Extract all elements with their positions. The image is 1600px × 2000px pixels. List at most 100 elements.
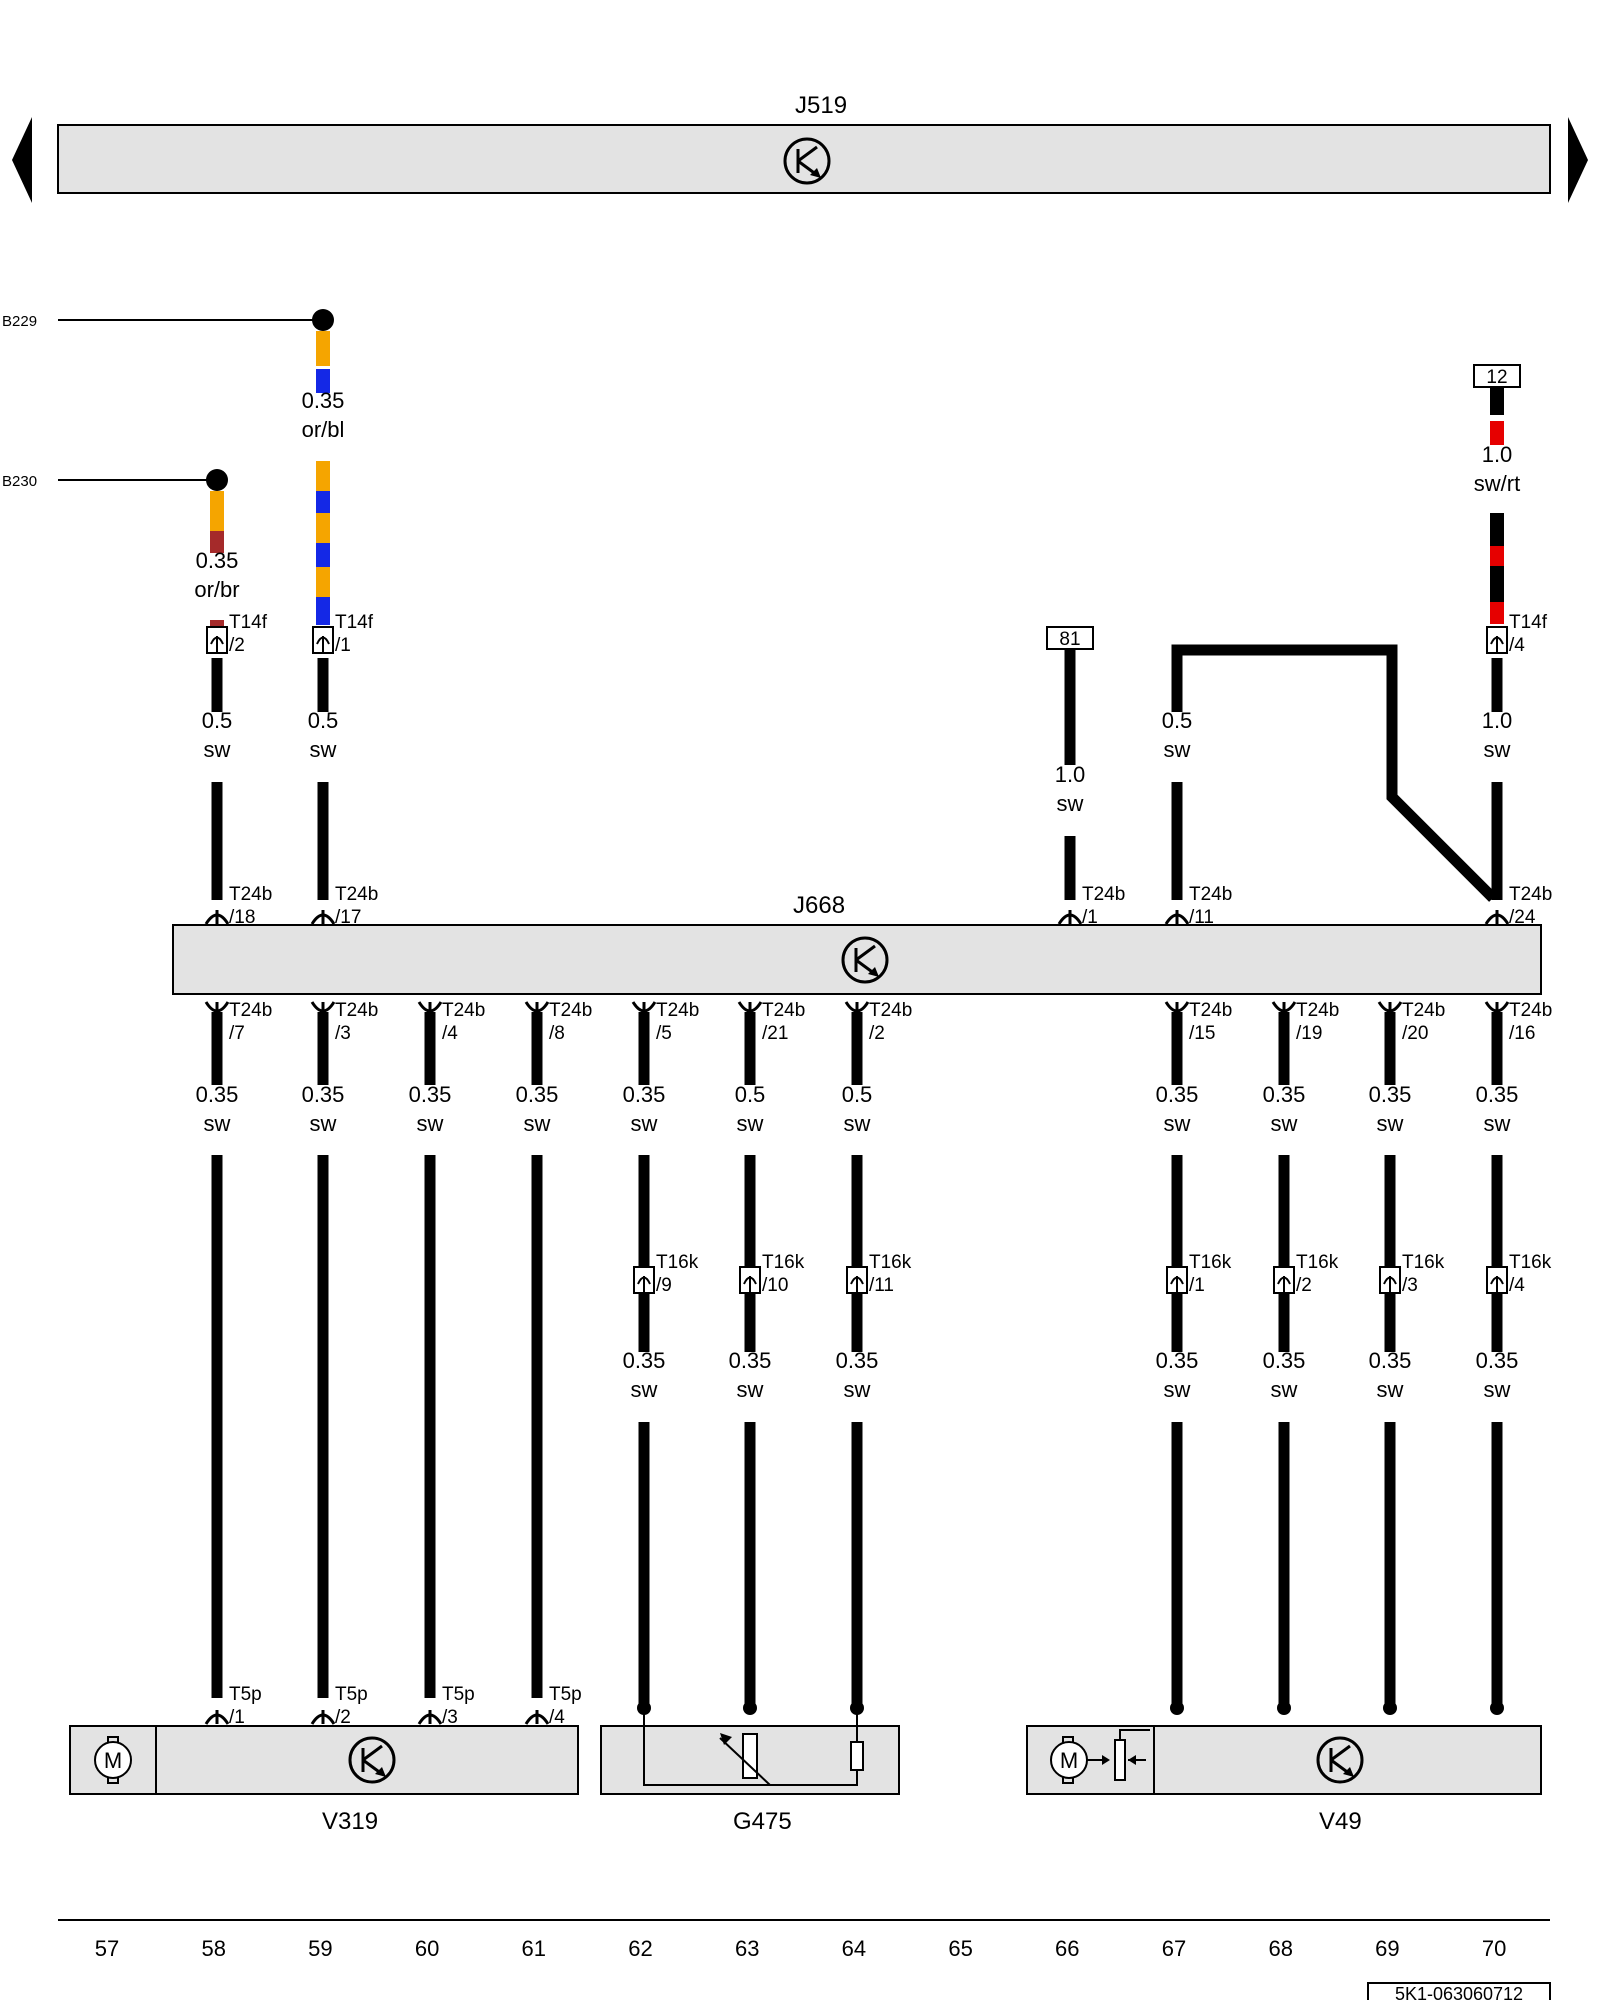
module-label-g475: G475 bbox=[733, 1808, 792, 1835]
wire-color-code: sw bbox=[1164, 1377, 1191, 1402]
connector-pin: /9 bbox=[656, 1275, 672, 1296]
connector-t24b: T24b/19 bbox=[1271, 1000, 1339, 1044]
connector-t24b: T24b/7 bbox=[204, 1000, 272, 1044]
connector-pin: /2 bbox=[229, 635, 245, 656]
wire-color-code: sw bbox=[1484, 1111, 1511, 1136]
wire-size: 0.35 bbox=[1263, 1348, 1306, 1373]
connector-pin: /4 bbox=[1509, 635, 1525, 656]
connector-name: T16k bbox=[656, 1252, 699, 1273]
connector-name: T16k bbox=[1189, 1252, 1232, 1273]
control-unit-icon bbox=[783, 137, 831, 185]
connector-t14f: T14f/1 bbox=[312, 612, 374, 656]
connector-pin: /2 bbox=[335, 1707, 351, 1728]
connector-pin: /3 bbox=[1402, 1275, 1418, 1296]
previous-page-arrow-icon[interactable] bbox=[12, 117, 32, 203]
variable-resistor-icon bbox=[719, 1733, 771, 1786]
module-label-v319: V319 bbox=[322, 1808, 378, 1835]
connector-name: T24b bbox=[1509, 1000, 1552, 1021]
connector-pin: /20 bbox=[1402, 1023, 1428, 1044]
connector-name: T14f bbox=[229, 612, 268, 633]
wire-color-code: sw bbox=[310, 1111, 337, 1136]
wire-label: 0.5sw bbox=[735, 1082, 766, 1136]
column-number: 58 bbox=[201, 1936, 225, 1961]
upper-wires bbox=[211, 644, 1503, 902]
reference-box-12[interactable]: 12 bbox=[1473, 364, 1521, 388]
wire-label: 1.0 sw bbox=[1482, 708, 1513, 762]
wire-size: 0.35 bbox=[516, 1082, 559, 1107]
wire-size: 0.35 bbox=[1156, 1082, 1199, 1107]
wire-size: 0.35 bbox=[623, 1348, 666, 1373]
connector-name: T24b bbox=[229, 884, 272, 905]
wire-or-bl bbox=[316, 331, 330, 625]
svg-text:5K1-063060712: 5K1-063060712 bbox=[1395, 1984, 1523, 2000]
wire-size: 0.5 bbox=[842, 1082, 873, 1107]
module-g475: G475 bbox=[600, 1708, 900, 1835]
connector-t24b: T24b/20 bbox=[1377, 1000, 1445, 1044]
connector-t5p: T5p/3 bbox=[417, 1684, 475, 1728]
connector-t16k: T16k/2 bbox=[1273, 1252, 1339, 1296]
wire-labels: 0.35or/bl0.35or/br1.0sw/rt0.5sw0.5sw1.0s… bbox=[194, 388, 1520, 1402]
connector-name: T24b bbox=[656, 1000, 699, 1021]
connector-pin: /17 bbox=[335, 907, 361, 928]
connector-t5p: T5p/1 bbox=[204, 1684, 262, 1728]
connector-t16k: T16k/10 bbox=[739, 1252, 805, 1296]
connector-t5p: T5p/4 bbox=[524, 1684, 582, 1728]
connector-pin: /1 bbox=[1189, 1275, 1205, 1296]
column-number: 65 bbox=[948, 1936, 972, 1961]
connector-t24b: T24b/16 bbox=[1484, 1000, 1552, 1044]
connector-name: T24b bbox=[442, 1000, 485, 1021]
wire-size: 0.35 bbox=[836, 1348, 879, 1373]
svg-text:12: 12 bbox=[1486, 367, 1507, 388]
connector-name: T16k bbox=[1296, 1252, 1339, 1273]
reference-box-81[interactable]: 81 bbox=[1046, 626, 1094, 650]
connector-pin: /21 bbox=[762, 1023, 788, 1044]
module-j668: J668 bbox=[172, 892, 1542, 995]
next-page-arrow-icon[interactable] bbox=[1568, 117, 1588, 203]
wire-color-code: sw/rt bbox=[1474, 471, 1520, 496]
connector-name: T24b bbox=[1082, 884, 1125, 905]
wire-size: 0.35 bbox=[1156, 1348, 1199, 1373]
column-number: 68 bbox=[1268, 1936, 1292, 1961]
connector-name: T24b bbox=[229, 1000, 272, 1021]
connector-t24b: T24b/5 bbox=[631, 1000, 699, 1044]
connector-pin: /11 bbox=[869, 1275, 894, 1296]
motor-icon: M bbox=[1050, 1736, 1088, 1784]
connector-t14f: T14f/2 bbox=[206, 612, 268, 656]
connector-pin: /10 bbox=[762, 1275, 788, 1296]
wire-color-code: sw bbox=[1164, 1111, 1191, 1136]
connector-pin: /1 bbox=[335, 635, 351, 656]
svg-text:81: 81 bbox=[1059, 629, 1080, 650]
column-number: 67 bbox=[1162, 1936, 1186, 1961]
wire-label: 1.0sw bbox=[1055, 762, 1086, 816]
connector-t24b: T24b/18 bbox=[204, 884, 272, 928]
wire-sw-rt bbox=[1490, 387, 1504, 624]
wire-color-code: sw bbox=[631, 1377, 658, 1402]
wire-label: 0.35 sw bbox=[1156, 1082, 1199, 1136]
ground-label-b229: B229 bbox=[2, 313, 37, 330]
wire-size: 1.0 bbox=[1482, 708, 1513, 733]
wire-label: 0.5sw bbox=[842, 1082, 873, 1136]
connector-pin: /7 bbox=[229, 1023, 245, 1044]
wire-size: 0.5 bbox=[1162, 708, 1193, 733]
wire-color-code: sw bbox=[1057, 791, 1084, 816]
ground-point-b229 bbox=[312, 309, 334, 331]
column-number: 63 bbox=[735, 1936, 759, 1961]
connector-pin: /5 bbox=[656, 1023, 672, 1044]
svg-text:M: M bbox=[104, 1748, 122, 1773]
module-v319: M V319 bbox=[69, 1725, 579, 1835]
control-unit-icon bbox=[841, 936, 889, 984]
connector-name: T16k bbox=[1402, 1252, 1445, 1273]
connector-pin: /18 bbox=[229, 907, 255, 928]
wire-color-code: sw bbox=[1484, 737, 1511, 762]
lower-wires bbox=[211, 1012, 1503, 1708]
wire-color-code: or/br bbox=[194, 577, 239, 602]
module-label-j519: J519 bbox=[795, 92, 847, 119]
connector-t24b: T24b/2 bbox=[844, 1000, 912, 1044]
connector-t24b: T24b/24 bbox=[1484, 884, 1552, 928]
